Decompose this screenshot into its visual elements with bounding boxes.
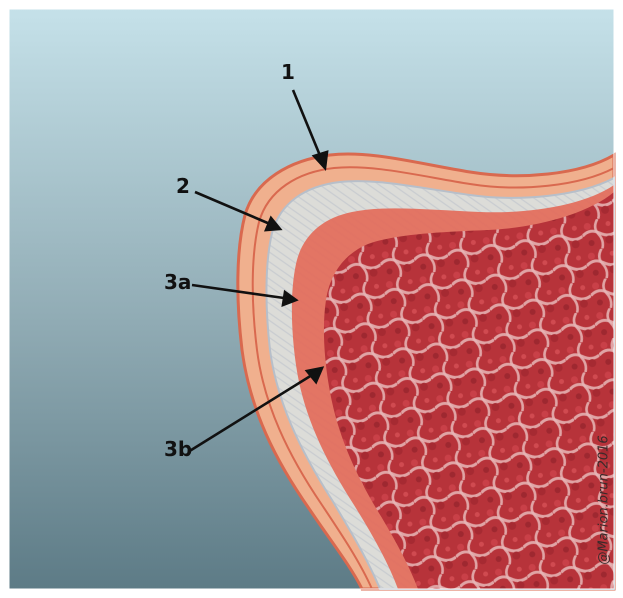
label-3a: 3a [164,272,191,292]
label-1: 1 [281,62,295,82]
label-3b: 3b [164,439,192,459]
author-credit: @Marion.brun-2016 [597,435,612,564]
label-2: 2 [176,176,190,196]
